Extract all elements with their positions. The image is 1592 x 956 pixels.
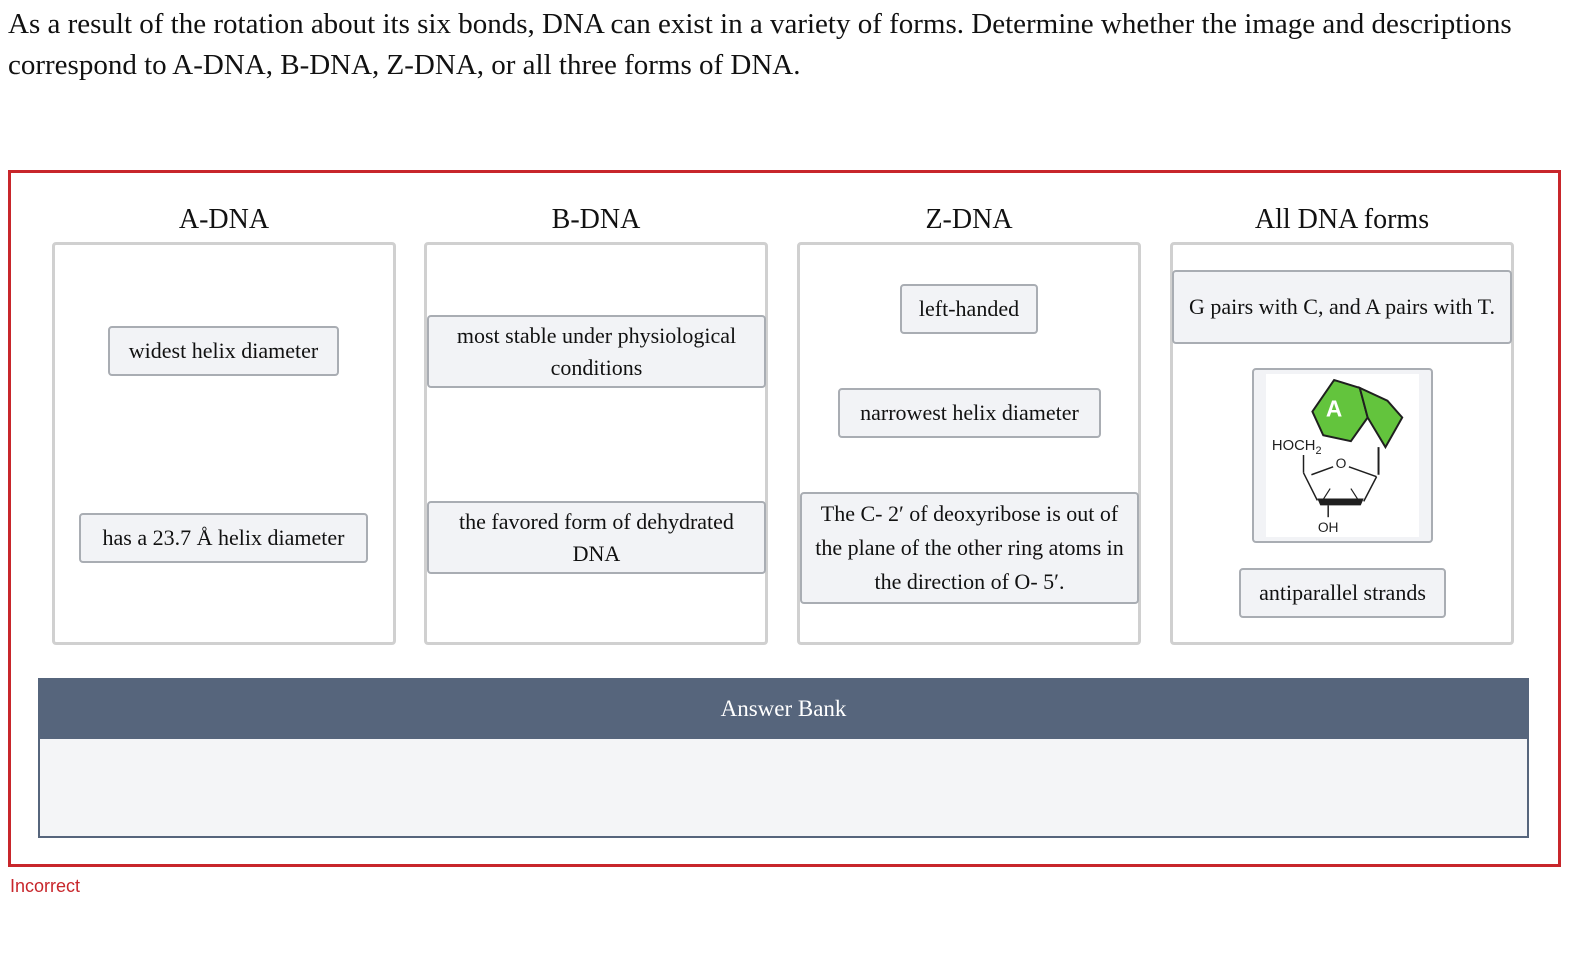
answer-card-narrowest-helix[interactable]: narrowest helix diameter — [838, 388, 1101, 438]
bin-title-all-dna: All DNA forms — [1254, 204, 1430, 235]
answer-bank-dropzone[interactable] — [38, 739, 1529, 838]
status-message: Incorrect — [10, 876, 81, 896]
sugar-stereo-left — [1320, 488, 1331, 503]
sugar-stereo-right — [1350, 488, 1361, 503]
answer-card-antiparallel[interactable]: antiparallel strands — [1239, 568, 1446, 618]
sugar-bond-c4-o — [1311, 466, 1334, 476]
answer-card-left-handed[interactable]: left-handed — [900, 284, 1038, 334]
base-label: A — [1326, 396, 1342, 422]
sugar-bond-o-c1 — [1348, 466, 1377, 478]
answer-bank-header: Answer Bank — [38, 678, 1529, 739]
bin-a-dna[interactable] — [52, 242, 396, 645]
base-ring-five — [1358, 386, 1404, 450]
bin-b-dna[interactable] — [424, 242, 768, 645]
sugar-bond-right — [1363, 476, 1378, 502]
hoch2-label: HOCH2 — [1272, 438, 1322, 457]
sugar-bond-bottom — [1317, 498, 1364, 506]
answer-card-widest-helix[interactable]: widest helix diameter — [108, 326, 339, 376]
deoxyadenosine-structure-icon: A HOCH2 O OH — [1266, 374, 1419, 537]
answer-card-most-stable[interactable]: most stable under physiological conditio… — [427, 315, 766, 388]
answer-card-dehydrated-dna[interactable]: the favored form of dehydrated DNA — [427, 501, 766, 574]
answer-card-23-7-helix[interactable]: has a 23.7 Å helix diameter — [79, 513, 368, 563]
question-text: As a result of the rotation about its si… — [8, 8, 1512, 81]
answer-card-base-pairing[interactable]: G pairs with C, and A pairs with T. — [1172, 270, 1512, 344]
answer-card-nucleoside-image[interactable]: A HOCH2 O OH — [1252, 368, 1433, 543]
drag-drop-area — [8, 170, 1561, 867]
ring-oxygen-label: O — [1336, 455, 1347, 471]
bin-title-a-dna: A-DNA — [178, 204, 270, 235]
bin-title-b-dna: B-DNA — [551, 204, 641, 235]
sugar-bond-left — [1302, 472, 1318, 501]
bin-title-z-dna: Z-DNA — [925, 204, 1013, 235]
answer-card-c2-deoxyribose[interactable]: The C- 2′ of deoxyribose is out of the p… — [800, 492, 1139, 604]
hydroxyl-label: OH — [1318, 519, 1339, 535]
